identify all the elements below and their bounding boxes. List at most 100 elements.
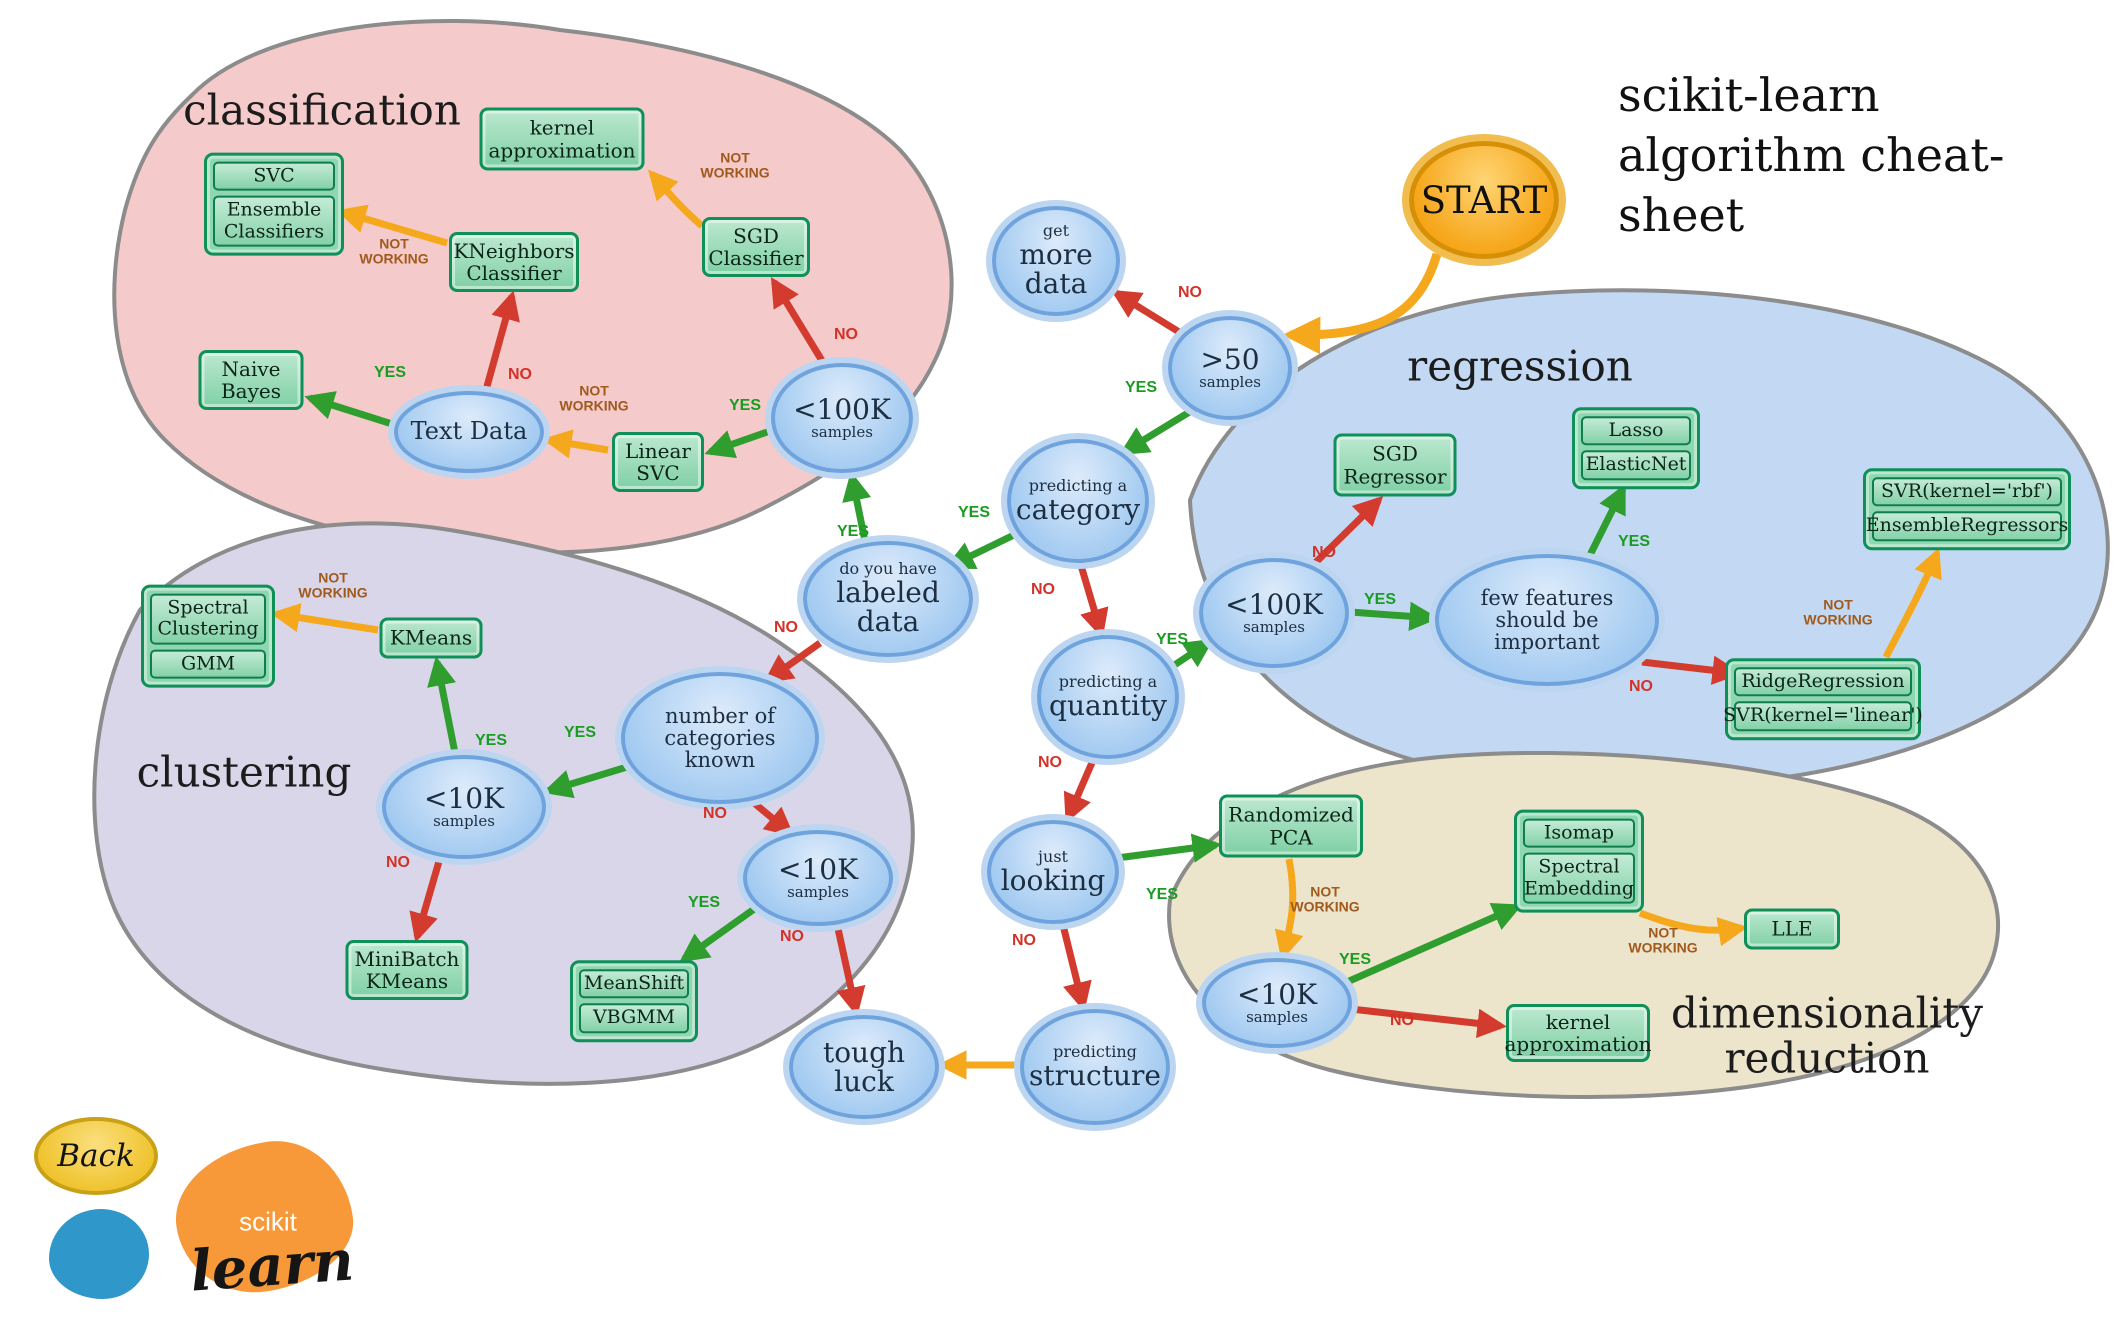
estimator-meanshift[interactable]: MeanShift: [579, 969, 689, 999]
estimator-group-lasso-elasticnet: Lasso ElasticNet: [1572, 407, 1700, 489]
arrow-few-features-to-ridge-group: [1641, 655, 1742, 685]
decision-predicting-category: predicting a category: [1007, 439, 1149, 563]
arrow-randomized-pca-to-10k-dimred: [1274, 858, 1304, 961]
decision-few-features-important: few features should be important: [1435, 554, 1659, 686]
estimator-kmeans[interactable]: KMeans: [379, 617, 483, 659]
edge-label-yes-looking-pca: YES: [1145, 886, 1179, 903]
estimator-linear-svc[interactable]: Linear SVC: [612, 432, 704, 492]
arrow-labeled-data-to-100k-cls: [842, 471, 872, 542]
edge-label-nw-linear-svc-text: NOT WORKING: [559, 382, 629, 414]
edge-label-nw-sgd-kernel: NOT WORKING: [700, 149, 770, 181]
estimator-group-ridge-svr-linear: RidgeRegression SVR(kernel='linear'): [1723, 658, 1923, 740]
section-label-dimensionality-reduction: dimensionality reduction: [1671, 988, 1983, 1083]
arrow-50samples-to-get-more-data: [1110, 289, 1186, 338]
edge-label-yes-10k-spectral-embedding: YES: [1338, 951, 1372, 968]
back-button-label: Back: [57, 1138, 135, 1174]
edge-label-nw-kmeans-spectral: NOT WORKING: [298, 569, 368, 601]
decision-100k-samples-classification: <100K samples: [771, 363, 913, 473]
edge-label-yes-10k-meanshift: YES: [687, 894, 721, 911]
estimator-gmm[interactable]: GMM: [150, 649, 266, 679]
estimator-lle[interactable]: LLE: [1744, 908, 1840, 950]
edge-label-yes-category-labeled: YES: [957, 504, 991, 521]
start-label: START: [1420, 178, 1548, 222]
arrow-categories-known-to-10k-clustering: [542, 763, 629, 799]
arrow-100k-cls-to-linear-svc: [704, 427, 772, 459]
edge-label-no-few-ridge: NO: [1629, 678, 1653, 695]
arrow-ridge-group-to-svr-rbf-group: [1882, 547, 1942, 659]
arrow-10k-clustering-to-kmeans: [427, 656, 459, 754]
estimator-svc[interactable]: SVC: [213, 161, 335, 191]
arrow-10k-structure-to-meanshift-group: [679, 904, 760, 963]
estimator-svr-linear[interactable]: SVR(kernel='linear'): [1723, 701, 1923, 731]
estimator-naive-bayes[interactable]: Naive Bayes: [198, 350, 304, 410]
estimator-group-spectral-gmm: Spectral Clustering GMM: [141, 584, 275, 688]
decision-number-of-categories-known: number of categories known: [621, 672, 819, 804]
estimator-group-svc-ensemble: SVC Ensemble Classifiers: [204, 152, 344, 256]
estimator-spectral-embedding[interactable]: Spectral Embedding: [1523, 852, 1635, 904]
section-label-classification: classification: [183, 85, 461, 135]
arrow-just-looking-to-randomized-pca: [1116, 833, 1222, 863]
edge-label-no-50-more-data: NO: [1178, 284, 1202, 301]
arrow-10k-dimred-to-spectral-embedding: [1345, 903, 1523, 986]
estimator-ridge-regression[interactable]: RidgeRegression: [1734, 667, 1912, 697]
edge-label-nw-embedding-lle: NOT WORKING: [1628, 924, 1698, 956]
estimator-group-svr-rbf-ensemble: SVR(kernel='rbf') EnsembleRegressors: [1863, 468, 2071, 550]
arrow-10k-dimred-to-kernel-approx: [1350, 1005, 1507, 1038]
estimator-kneighbors-classifier[interactable]: KNeighbors Classifier: [449, 232, 579, 292]
arrow-few-features-to-lasso-group: [1585, 483, 1627, 559]
decision-10k-samples-dimred: <10K samples: [1202, 958, 1352, 1048]
decision-predicting-structure: predicting structure: [1020, 1009, 1170, 1125]
decision-100k-samples-regression: <100K samples: [1199, 558, 1349, 668]
back-button[interactable]: Back: [34, 1117, 158, 1195]
decision-tough-luck: tough luck: [789, 1015, 939, 1119]
edge-label-yes-100k-few-features: YES: [1363, 591, 1397, 608]
estimator-lasso[interactable]: Lasso: [1581, 416, 1691, 446]
arrow-100k-reg-to-sgd-regressor: [1308, 495, 1384, 570]
edge-label-no-labeled-categories: NO: [774, 619, 798, 636]
edge-label-yes-text-naive-bayes: YES: [373, 364, 407, 381]
arrow-labeled-data-to-categories-known: [763, 640, 823, 684]
estimator-group-meanshift-vbgmm: MeanShift VBGMM: [570, 960, 698, 1042]
edge-label-no-categories-10k: NO: [703, 805, 727, 822]
estimator-isomap[interactable]: Isomap: [1523, 818, 1635, 848]
arrow-linear-svc-to-text-data: [542, 429, 609, 459]
edge-label-no-10k-kernel-approx: NO: [1390, 1012, 1414, 1029]
page-title-line1: scikit-learn: [1618, 68, 1880, 122]
estimator-kernel-approximation-dimred[interactable]: kernel approximation: [1504, 1004, 1652, 1062]
estimator-vbgmm[interactable]: VBGMM: [579, 1003, 689, 1033]
estimator-spectral-clustering[interactable]: Spectral Clustering: [150, 593, 266, 645]
decision-labeled-data: do you have labeled data: [803, 541, 973, 657]
edge-label-nw-kneighbors-svc: NOT WORKING: [359, 235, 429, 267]
estimator-ensemble-classifiers[interactable]: Ensemble Classifiers: [213, 195, 335, 247]
decision-50-samples: >50 samples: [1168, 316, 1292, 420]
decision-predicting-quantity: predicting a quantity: [1037, 635, 1179, 759]
edge-label-yes-50-category: YES: [1124, 379, 1158, 396]
estimator-kernel-approximation-classification[interactable]: kernel approximation: [479, 107, 645, 171]
edge-label-no-quantity-looking: NO: [1038, 754, 1062, 771]
logo-scikit-text: scikit: [239, 1206, 297, 1237]
estimator-minibatch-kmeans[interactable]: MiniBatch KMeans: [345, 940, 469, 1000]
edge-label-no-10k-tough-luck: NO: [780, 928, 804, 945]
arrow-sgd-classifier-to-kernel-approx: [648, 169, 705, 229]
arrow-spectral-embedding-to-lle: [1638, 909, 1748, 947]
estimator-svr-rbf[interactable]: SVR(kernel='rbf'): [1872, 477, 2062, 507]
edge-label-yes-quantity-100k: YES: [1155, 631, 1189, 648]
edge-label-nw-pca-10k: NOT WORKING: [1290, 883, 1360, 915]
decision-text-data: Text Data: [394, 391, 544, 473]
arrow-quantity-to-100k-reg: [1168, 638, 1214, 671]
edge-label-no-10k-minibatch: NO: [386, 854, 410, 871]
edge-label-yes-labeled-100k: YES: [836, 523, 870, 540]
edge-label-yes-categories-10k: YES: [563, 724, 597, 741]
estimator-sgd-regressor[interactable]: SGD Regressor: [1333, 433, 1457, 497]
arrow-kneighbors-to-svc-group: [336, 204, 448, 247]
decision-10k-samples-clustering: <10K samples: [382, 755, 546, 859]
estimator-randomized-pca[interactable]: Randomized PCA: [1219, 794, 1363, 858]
edge-label-yes-10k-kmeans: YES: [474, 732, 508, 749]
logo-learn-text: learn: [188, 1227, 356, 1305]
estimator-sgd-classifier[interactable]: SGD Classifier: [702, 217, 810, 277]
estimator-elasticnet[interactable]: ElasticNet: [1581, 450, 1691, 480]
estimator-ensemble-regressors[interactable]: EnsembleRegressors: [1866, 511, 2068, 541]
edge-label-no-looking-structure: NO: [1012, 932, 1036, 949]
